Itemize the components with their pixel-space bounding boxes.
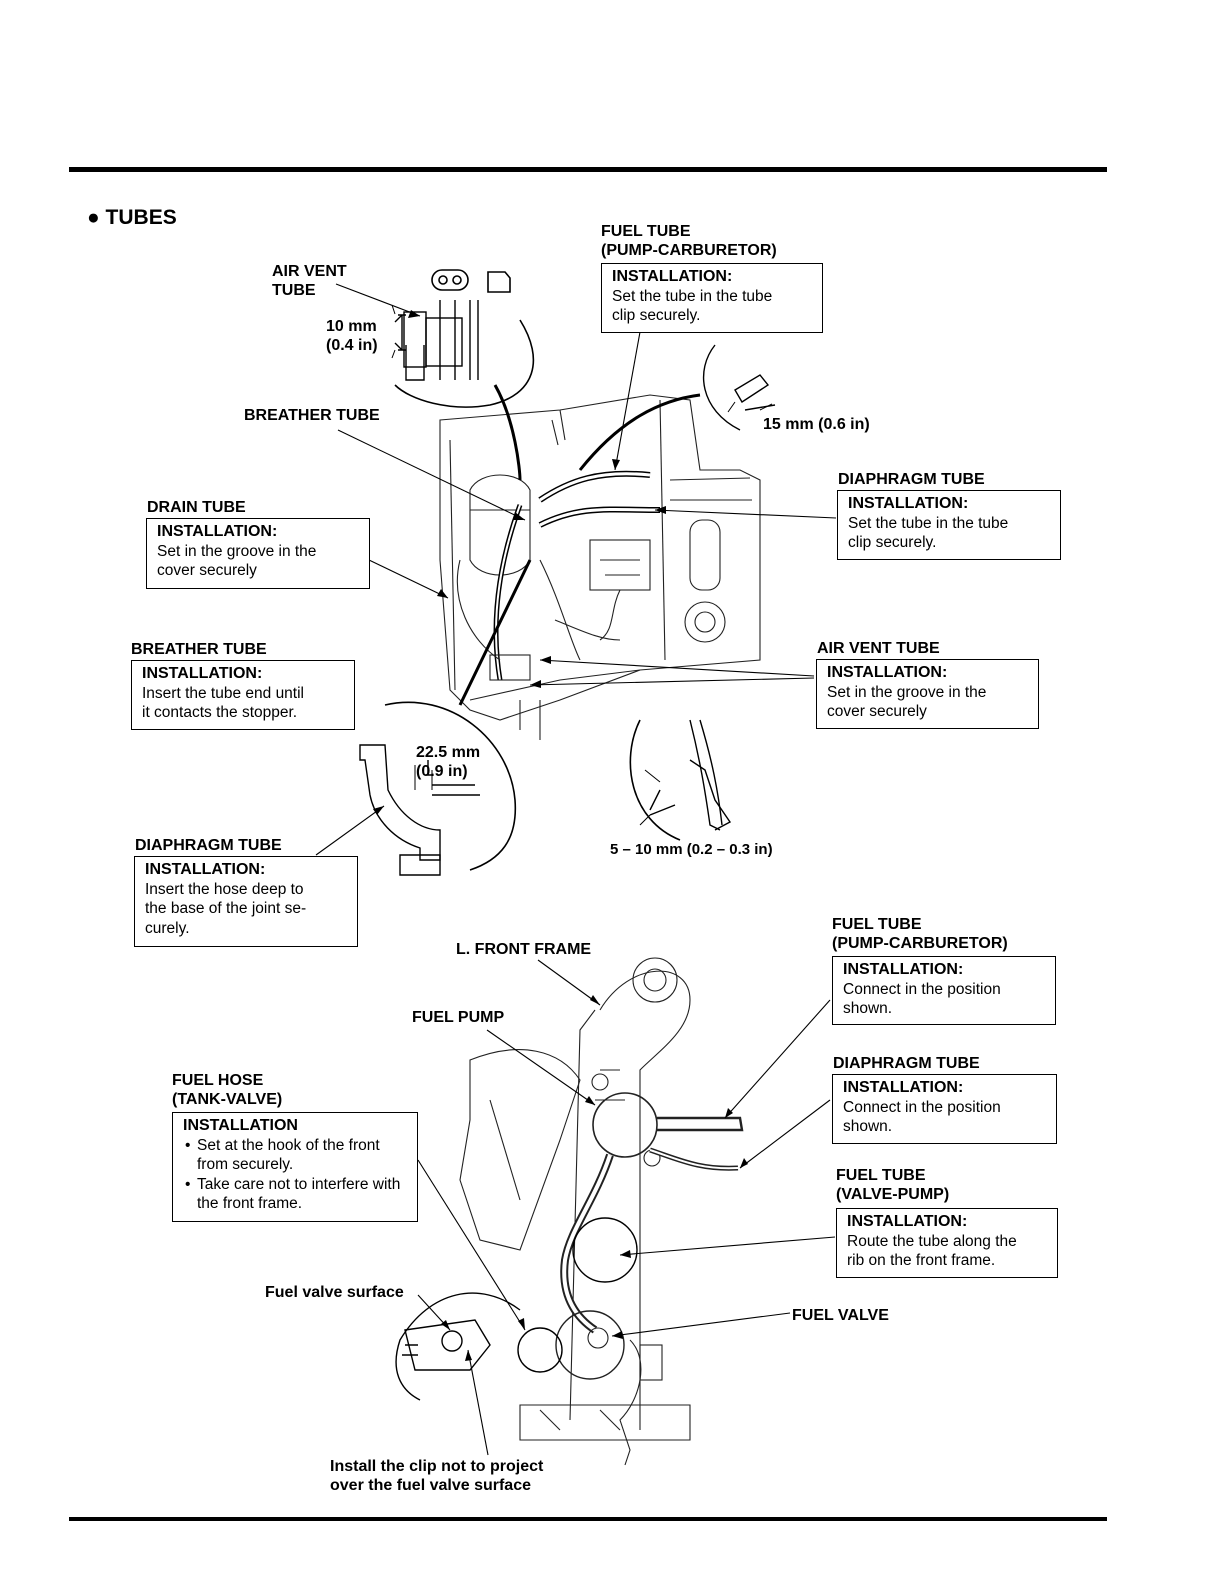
box-heading: INSTALLATION: [142, 665, 263, 682]
label-line: 10 mm [326, 318, 377, 335]
box-bullet-list: Set at the hook of the front from secure… [183, 1136, 407, 1214]
box-line: the base of the joint se- [145, 900, 307, 917]
upper-engine-drawing [439, 394, 761, 740]
box-line: clip securely. [612, 307, 701, 324]
label-fuel-tube-top: FUEL TUBE (PUMP-CARBURETOR) [601, 222, 777, 260]
box-line: Insert the hose deep to [145, 880, 304, 898]
label-air-vent-tube-top: AIR VENT TUBE [272, 262, 347, 300]
installation-box-fuel-tube-top: INSTALLATION: Set the tube in the tube c… [601, 263, 823, 333]
rib-route-circle [572, 1217, 638, 1283]
box-line: shown. [843, 1000, 893, 1017]
section-title: ● TUBES [87, 206, 177, 229]
bottom-rule [69, 1517, 1107, 1521]
box-line: Set in the groove in the [157, 542, 317, 560]
installation-box-fuel-hose: INSTALLATION Set at the hook of the fron… [172, 1112, 418, 1222]
label-fuel-valve: FUEL VALVE [792, 1307, 889, 1324]
label-l-front-frame: L. FRONT FRAME [456, 941, 592, 958]
box-heading: INSTALLATION [183, 1117, 298, 1134]
installation-box-breather-left: INSTALLATION: Insert the tube end until … [131, 660, 355, 730]
label-line: FUEL TUBE [836, 1167, 926, 1184]
label-line: (PUMP-CARBURETOR) [832, 935, 1008, 952]
box-line: shown. [843, 1118, 893, 1135]
box-line: it contacts the stopper. [142, 704, 298, 721]
arrowheads [373, 310, 748, 1361]
box-line: Route the tube along the [847, 1232, 1017, 1250]
dimension-marks [391, 304, 773, 826]
box-line: Set in the groove in the [827, 683, 987, 701]
box-line: Connect in the position [843, 1098, 1001, 1116]
label-air-vent-tube-right: AIR VENT TUBE [817, 640, 940, 657]
label-line: FUEL TUBE [832, 916, 922, 933]
label-line: FUEL HOSE [172, 1072, 264, 1089]
leader-lines-upper [315, 283, 837, 856]
label-line: Install the clip not to project [330, 1458, 544, 1475]
box-heading: INSTALLATION: [843, 1079, 964, 1096]
label-line: FUEL TUBE [601, 223, 691, 240]
fuel-valve-surface-inset [395, 1292, 521, 1401]
label-fuel-tube-valve-pump: FUEL TUBE (VALVE-PUMP) [836, 1166, 949, 1204]
installation-box-diaphragm-left: INSTALLATION: Insert the hose deep to th… [134, 856, 358, 947]
label-clip-note: Install the clip not to project over the… [330, 1457, 543, 1495]
box-bullet: Set at the hook of the front from secure… [185, 1136, 407, 1175]
label-breather-tube-top: BREATHER TUBE [244, 407, 380, 424]
air-vent-groove-inset [629, 719, 732, 841]
label-line: over the fuel valve surface [330, 1477, 531, 1494]
box-line: Set the tube in the tube [612, 287, 773, 305]
label-fuel-hose: FUEL HOSE (TANK-VALVE) [172, 1071, 282, 1109]
fifteen-mm-inset [702, 344, 776, 431]
box-line: Set the tube in the tube [848, 514, 1009, 532]
box-line: rib on the front frame. [847, 1252, 996, 1269]
clip-icon [431, 269, 511, 293]
label-line: 22.5 mm [416, 744, 481, 761]
box-heading: INSTALLATION: [145, 861, 266, 878]
installation-box-diaphragm-lower: INSTALLATION: Connect in the position sh… [832, 1074, 1057, 1144]
label-line: (PUMP-CARBURETOR) [601, 242, 777, 259]
label-fuel-tube-lower: FUEL TUBE (PUMP-CARBURETOR) [832, 915, 1008, 953]
installation-box-air-vent-right: INSTALLATION: Set in the groove in the c… [816, 659, 1039, 729]
label-diaphragm-tube-right: DIAPHRAGM TUBE [838, 471, 985, 488]
box-heading: INSTALLATION: [843, 961, 964, 978]
box-line: Connect in the position [843, 980, 1001, 998]
leader-lines-lower [417, 959, 836, 1456]
label-dim-5-10mm: 5 – 10 mm (0.2 – 0.3 in) [610, 841, 773, 858]
box-line: curely. [145, 919, 190, 937]
label-line: (VALVE-PUMP) [836, 1186, 950, 1203]
box-line: clip securely. [848, 534, 937, 551]
box-heading: INSTALLATION: [157, 523, 278, 540]
installation-box-fuel-tube-valve-pump: INSTALLATION: Route the tube along the r… [836, 1208, 1058, 1278]
hose-clip-circle [517, 1327, 563, 1373]
box-line: cover securely [157, 562, 257, 579]
breather-stopper-inset [359, 701, 517, 876]
installation-box-fuel-tube-lower: INSTALLATION: Connect in the position sh… [832, 956, 1056, 1025]
fuel-system-drawing [459, 957, 744, 1466]
installation-box-diaphragm-right: INSTALLATION: Set the tube in the tube c… [837, 490, 1061, 560]
label-line: AIR VENT [272, 263, 347, 280]
label-fuel-valve-surface: Fuel valve surface [265, 1284, 404, 1301]
label-dim-22mm: 22.5 mm (0.9 in) [416, 743, 480, 781]
section-title-text: TUBES [105, 206, 177, 229]
box-heading: INSTALLATION: [612, 268, 733, 285]
label-line: TUBE [272, 282, 316, 299]
label-fuel-pump: FUEL PUMP [412, 1009, 505, 1026]
box-heading: INSTALLATION: [848, 495, 969, 512]
top-rule [69, 167, 1107, 172]
label-drain-tube: DRAIN TUBE [147, 499, 246, 516]
label-dim-10mm: 10 mm (0.4 in) [326, 317, 378, 355]
installation-box-drain: INSTALLATION: Set in the groove in the c… [146, 518, 370, 589]
label-diaphragm-tube-lower: DIAPHRAGM TUBE [833, 1055, 980, 1072]
label-diaphragm-tube-left: DIAPHRAGM TUBE [135, 837, 282, 854]
box-heading: INSTALLATION: [827, 664, 948, 681]
label-dim-15mm: 15 mm (0.6 in) [763, 416, 870, 433]
label-line: (0.4 in) [326, 337, 378, 354]
box-heading: INSTALLATION: [847, 1213, 968, 1230]
label-line: (TANK-VALVE) [172, 1091, 283, 1108]
box-bullet: Take care not to interfere with the fron… [185, 1175, 407, 1214]
box-line: cover securely [827, 703, 927, 720]
label-breather-tube-left: BREATHER TUBE [131, 641, 267, 658]
label-line: (0.9 in) [416, 763, 468, 780]
box-line: Insert the tube end until [142, 684, 305, 702]
air-vent-inset [394, 300, 535, 408]
